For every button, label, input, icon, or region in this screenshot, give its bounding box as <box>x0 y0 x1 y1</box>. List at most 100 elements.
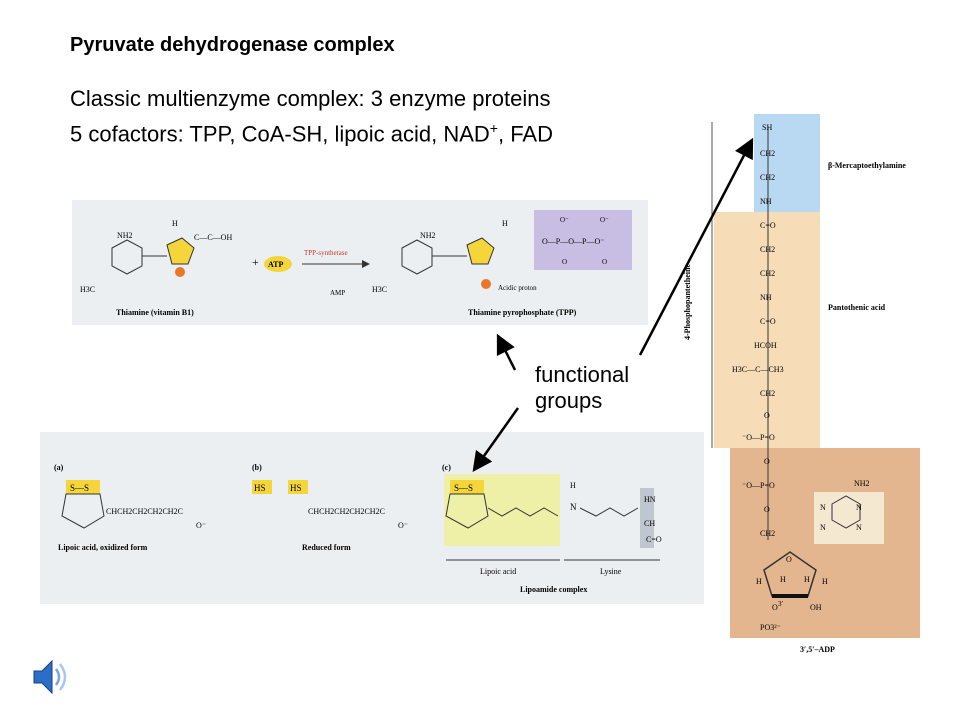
functional-text: functional <box>535 362 630 387</box>
h-2: H <box>780 575 786 584</box>
hn-label: HN <box>644 495 656 504</box>
acidic-proton-marker <box>175 267 185 277</box>
o-3: O <box>764 505 770 514</box>
pyrimidine-ring <box>111 239 143 275</box>
acidic-proton-label: Acidic proton <box>498 284 537 292</box>
sh-label: SH <box>762 123 772 132</box>
phosphate-o4: O <box>602 258 607 266</box>
ch2-3: CH2 <box>760 245 775 254</box>
c-o-label: C=O <box>646 535 662 544</box>
h-top-label: H <box>172 219 178 228</box>
adenine-n4: N <box>820 523 826 532</box>
ch2-6: CH2 <box>760 529 775 538</box>
h3c-label-tpp: H3C <box>372 285 387 294</box>
thiamine-figure: NH2 H3C H C—C—OH + ATP TPP-synthetase AM… <box>72 200 648 325</box>
plus-superscript: + <box>489 120 498 136</box>
coenzyme-a-diagram: 4-Phosphopantetheine SH CH2 CH2 NH C=O C… <box>683 114 920 654</box>
thiazole-ring-tpp <box>466 237 495 265</box>
o-bottom: O <box>772 603 778 612</box>
cme2-label: H3C—C—CH3 <box>732 365 784 374</box>
nh2-label-tpp: NH2 <box>420 231 436 240</box>
dithiolane-ring-c <box>445 493 489 529</box>
ch2-5: CH2 <box>760 389 775 398</box>
h-3: H <box>804 575 810 584</box>
hcoh-label: HCOH <box>754 341 777 350</box>
h-1: H <box>756 577 762 586</box>
dithiolane-ring <box>61 493 105 529</box>
disulfide-highlight <box>66 480 100 494</box>
panel-c-label: (c) <box>442 463 451 472</box>
ch2-2: CH2 <box>760 173 775 182</box>
hs-label-1: HS <box>254 483 266 493</box>
arrow-to-tpp <box>496 333 517 371</box>
oxidized-caption: Lipoic acid, oxidized form <box>58 543 148 552</box>
mercaptoethylamine-region <box>754 114 820 212</box>
ss-label-c: S—S <box>454 483 473 493</box>
fad-text: , FAD <box>497 121 553 147</box>
c-o-2: C=O <box>760 317 776 326</box>
thiazole-ring <box>166 237 195 265</box>
alkyl-chain <box>487 507 559 517</box>
h3c-label: H3C <box>80 285 95 294</box>
adenine-nh2: NH2 <box>854 479 870 488</box>
lipoic-diagram: (a) S—S CHCH2CH2CH2CH2C O⁻ Lipoic acid, … <box>54 463 662 594</box>
disulfide-highlight-c <box>450 480 484 494</box>
adenine-ring <box>831 495 861 529</box>
amide-n: N <box>570 502 577 512</box>
lipoamide-caption: Lipoamide complex <box>520 585 587 594</box>
ring-o: O <box>786 555 792 564</box>
mercaptoethylamine-label: β-Mercaptoethylamine <box>828 161 906 170</box>
phosphate-o3: O <box>562 258 567 266</box>
phosphate-o1: O⁻ <box>560 216 569 224</box>
amide-h: H <box>570 481 576 490</box>
adenine-n3: N <box>820 503 826 512</box>
panel-b-label: (b) <box>252 463 262 472</box>
lipoic-acid-label: Lipoic acid <box>480 567 516 576</box>
c-o-1: C=O <box>760 221 776 230</box>
o-2: O <box>764 457 770 466</box>
subtitle-line-1: Classic multienzyme complex: 3 enzyme pr… <box>70 86 551 111</box>
ribose-ring <box>763 551 817 597</box>
phosphate-o2: O⁻ <box>600 216 609 224</box>
audio-speaker-icon[interactable] <box>28 655 72 699</box>
lipoic-acid-figure: (a) S—S CHCH2CH2CH2CH2C O⁻ Lipoic acid, … <box>40 432 704 604</box>
coenzyme-a-figure: 4-Phosphopantetheine SH CH2 CH2 NH C=O C… <box>660 100 928 662</box>
o-minus-b: O⁻ <box>398 521 408 530</box>
hs-highlight-2 <box>288 480 308 494</box>
thiamine-caption: Thiamine (vitamin B1) <box>116 308 194 317</box>
amp-label: AMP <box>330 289 345 297</box>
nh-2: NH <box>760 293 772 302</box>
pyrophosphate-label: O—P—O—P—O⁻ <box>542 237 604 246</box>
phosphate-2: ⁻O—P=O <box>742 481 775 490</box>
cofactors-text: 5 cofactors: TPP, CoA-SH, lipoic acid, N… <box>70 121 490 147</box>
h-4: H <box>822 577 828 586</box>
o-1: O <box>764 411 770 420</box>
chain-b-label: CHCH2CH2CH2CH2C <box>308 507 385 516</box>
panel-a-label: (a) <box>54 463 64 472</box>
phosphopantetheine-label: 4-Phosphopantetheine <box>683 264 692 340</box>
o-minus-a: O⁻ <box>196 521 206 530</box>
thiamine-diagram: NH2 H3C H C—C—OH + ATP TPP-synthetase AM… <box>80 210 632 317</box>
atp-label: ATP <box>268 260 284 269</box>
adenine-n2: N <box>856 523 862 532</box>
c-c-oh-label: C—C—OH <box>194 233 232 242</box>
po3-label: PO3²⁻ <box>760 623 781 632</box>
nh2-label: NH2 <box>117 231 133 240</box>
three-prime: 3′ <box>778 600 784 608</box>
slide-title: Pyruvate dehydrogenase complex <box>70 34 395 56</box>
lysine-chain <box>579 507 639 517</box>
hs-highlight-1 <box>252 480 272 494</box>
adenine-ring-box <box>814 492 884 544</box>
arrowhead <box>362 260 370 268</box>
ss-label: S—S <box>70 483 89 493</box>
tpp-synthetase-label: TPP-synthetase <box>304 249 348 257</box>
ch-label: CH <box>644 519 655 528</box>
tpp-caption: Thiamine pyrophosphate (TPP) <box>468 308 577 317</box>
oh-label: OH <box>810 603 822 612</box>
adenine-n1: N <box>856 503 862 512</box>
atp-badge <box>264 256 292 272</box>
plus-sign: + <box>252 255 259 269</box>
pyrophosphate-highlight <box>534 210 632 270</box>
groups-text: groups <box>535 388 603 413</box>
ch2-4: CH2 <box>760 269 775 278</box>
